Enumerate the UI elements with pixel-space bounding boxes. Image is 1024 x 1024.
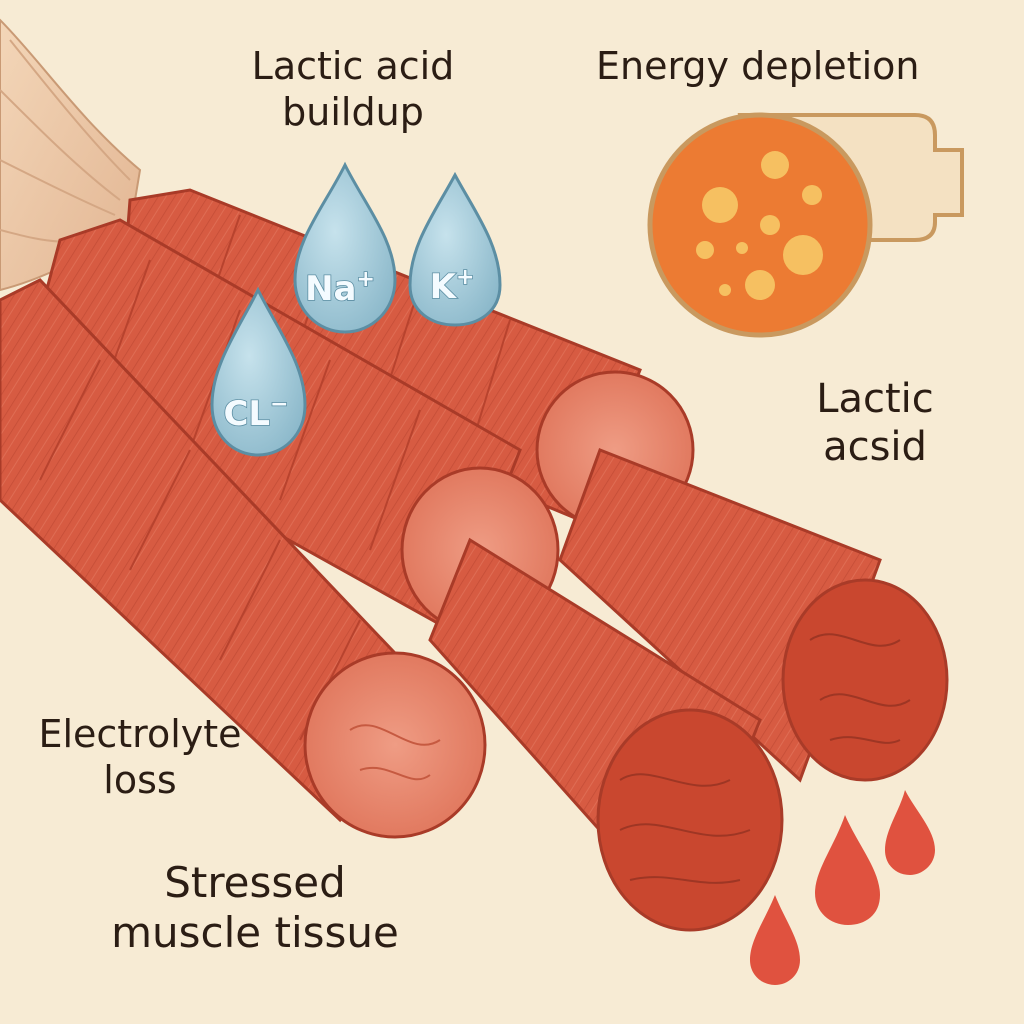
ion-droplet-icon-potassium: K+ [408,171,502,327]
ion-charge: − [270,392,288,417]
label-line: Electrolyte [38,712,242,756]
muscle-fiber-lower [428,537,784,932]
ion-droplet-icon-chloride: CL− [210,286,307,457]
battery-icon [647,112,964,338]
label-line: loss [103,757,177,802]
label-line: acsid [823,424,927,470]
muscle-fiber-right [558,448,949,783]
svg-text:Na+: Na+ [305,267,375,309]
label-line: Lactic acid [251,44,455,88]
label-line: buildup [282,89,424,134]
label-line: Lactic [816,376,934,422]
ion-charge: + [356,267,374,292]
label-line: Stressed [164,858,346,907]
label-lactic-acid-buildup: Lactic acid buildup [228,44,478,135]
ion-symbol: K [430,267,458,307]
ion-symbol: CL [223,394,270,434]
label-stressed-muscle-tissue: Stressed muscle tissue [95,858,415,959]
label-line: muscle tissue [111,908,399,958]
tendon-icon [0,18,142,292]
label-lactic-acsid: Lactic acsid [795,375,955,471]
label-energy-depletion: Energy depletion [596,44,920,88]
ion-droplet-icon-sodium: Na+ [293,161,397,334]
svg-text:CL−: CL− [223,392,288,434]
svg-text:K+: K+ [430,265,475,307]
label-electrolyte-loss: Electrolyte loss [25,712,255,803]
ion-symbol: Na [305,269,356,309]
blood-drop-icon [750,790,935,985]
muscle-fiber-front [0,278,487,839]
ion-charge: + [456,265,474,290]
